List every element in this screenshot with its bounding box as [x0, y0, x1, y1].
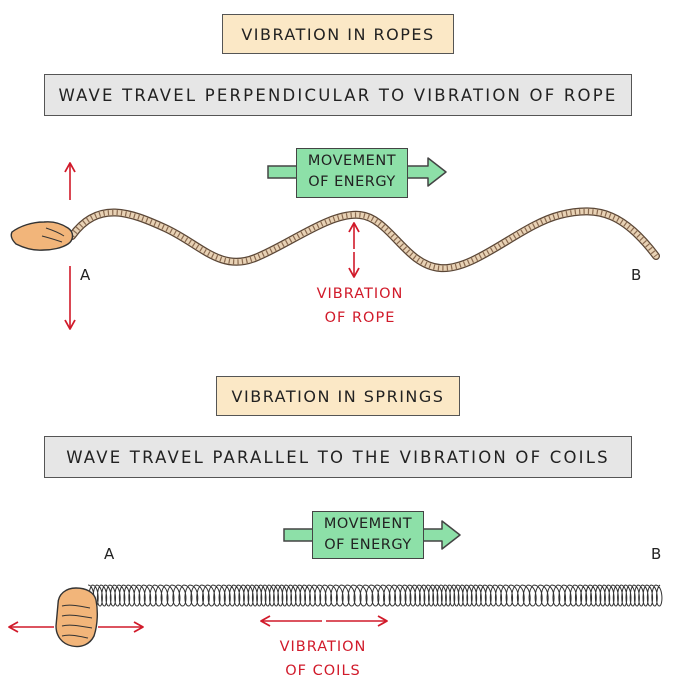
ropes-energy-line2: OF ENERGY — [308, 174, 396, 190]
coil-vibration-line1: VIBRATION — [279, 639, 367, 655]
hand-icon-ropes — [10, 221, 74, 251]
springs-end-b: B — [651, 545, 662, 563]
hand-icon-springs — [55, 587, 99, 648]
coil-vibration-line2: OF COILS — [285, 663, 361, 679]
rope-vibration-line1: VIBRATION — [316, 286, 404, 302]
springs-title: VIBRATION IN SPRINGS — [216, 376, 460, 416]
springs-energy-line1: MOVEMENT — [323, 516, 413, 532]
ropes-end-b: B — [631, 266, 642, 284]
ropes-energy-line1: MOVEMENT — [307, 153, 397, 169]
spring-coil-path — [87, 584, 663, 607]
springs-end-a: A — [104, 545, 115, 563]
ropes-energy-label: MOVEMENT OF ENERGY — [296, 148, 408, 198]
rope-wave — [68, 207, 660, 273]
ropes-end-a: A — [80, 266, 91, 284]
rope-vibration-line2: OF ROPE — [324, 310, 396, 326]
springs-description: WAVE TRAVEL PARALLEL TO THE VIBRATION OF… — [44, 436, 632, 478]
ropes-description: WAVE TRAVEL PERPENDICULAR TO VIBRATION O… — [44, 74, 632, 116]
springs-energy-label: MOVEMENT OF ENERGY — [312, 511, 424, 559]
springs-energy-line2: OF ENERGY — [324, 537, 412, 553]
rope-vibration-label: VIBRATION OF ROPE — [300, 282, 420, 330]
ropes-title: VIBRATION IN ROPES — [222, 14, 454, 54]
coil-vibration-label: VIBRATION OF COILS — [262, 635, 384, 683]
spring-coils — [87, 584, 663, 607]
